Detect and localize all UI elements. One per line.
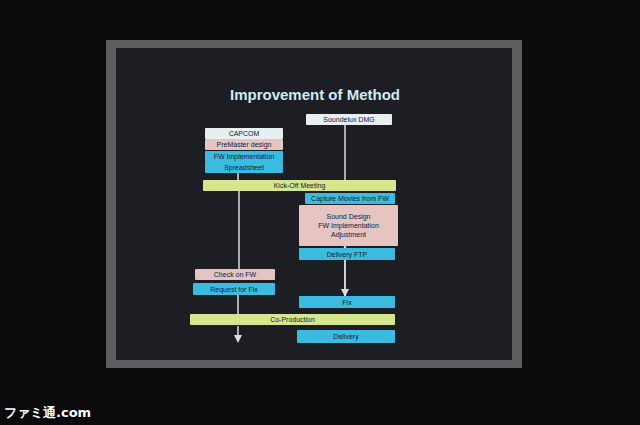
process-box: PreMaster design [205,139,283,150]
process-box: Check on FW [195,269,275,280]
process-box: Soundelux DMG [306,114,392,125]
box-label: FW Implementation [214,152,275,161]
box-label: PreMaster design [217,140,272,149]
flow-line [344,125,346,180]
box-label: Soundelux DMG [323,115,374,124]
timeline-line [237,326,239,336]
flow-line [237,173,239,181]
phase-band: Co-Production [190,314,395,325]
box-label: FW Implementation [318,221,379,230]
process-box: Sound DesignFW ImplementationAdjustment [299,205,398,246]
process-box: Delivery FTP [299,248,395,260]
process-box: Spreadsheet [205,162,283,173]
box-label: Delivery [333,332,358,341]
box-label: Delivery FTP [327,250,367,259]
watermark: ファミ通.com [4,404,91,422]
box-label: Co-Production [270,315,315,324]
process-box: FW Implementation [205,151,283,162]
flow-line [238,191,240,269]
box-label: Check on FW [214,270,256,279]
box-label: Request for Fix [210,285,257,294]
flow-line [237,295,239,314]
box-label: Fix [342,298,351,307]
phase-band: Kick-Off Meeting [203,180,396,191]
slide-title: Improvement of Method [118,86,512,103]
process-box: Request for Fix [193,283,275,295]
box-label: Kick-Off Meeting [274,181,326,190]
box-label: Capture Movies from FW [311,194,389,203]
box-label: CAPCOM [229,129,260,138]
timeline-arrowhead [234,335,242,343]
process-box: Delivery [297,330,395,343]
slide [116,48,512,360]
box-label: Adjustment [331,230,366,239]
process-box: CAPCOM [205,128,283,139]
box-label: Spreadsheet [224,163,264,172]
process-box: Fix [299,296,395,308]
box-label: Sound Design [327,212,371,221]
screen-frame [106,40,522,368]
process-box: Capture Movies from FW [305,193,395,204]
